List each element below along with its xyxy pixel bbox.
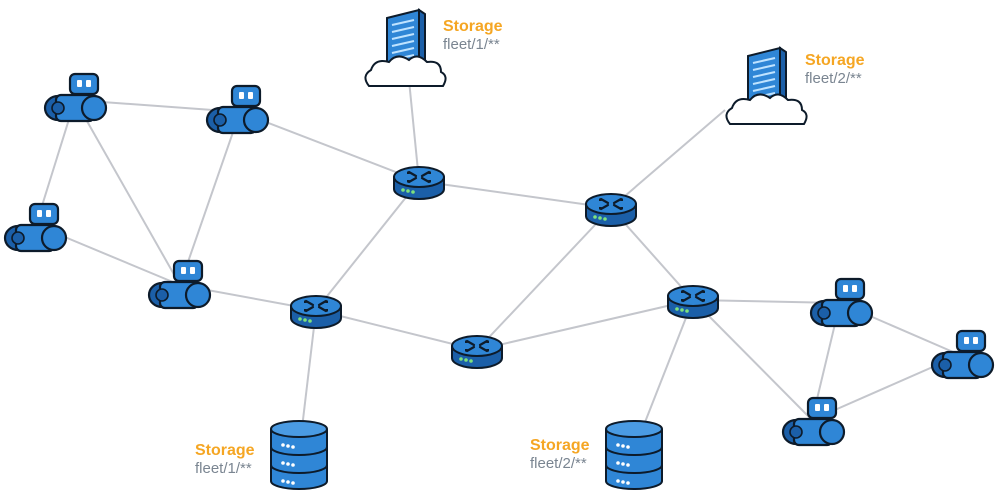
robot-icon — [809, 277, 874, 328]
link — [476, 299, 694, 351]
storage-path: fleet/1/** — [443, 36, 500, 54]
link — [407, 69, 420, 182]
database-icon — [270, 420, 328, 490]
link — [637, 299, 694, 441]
storage-label-cloud-1: Storage fleet/1/** — [443, 18, 503, 54]
link — [239, 111, 420, 182]
cloud-server-icon — [725, 47, 808, 125]
link — [74, 99, 181, 286]
robot-icon — [205, 84, 270, 135]
link — [692, 299, 813, 421]
link — [179, 111, 241, 286]
router-icon — [666, 284, 720, 320]
robot-icon — [930, 329, 995, 380]
robot-icon — [3, 202, 68, 253]
robot-icon — [43, 72, 108, 123]
link — [418, 180, 612, 209]
storage-label-db-1: Storage fleet/1/** — [195, 442, 255, 478]
router-icon — [584, 192, 638, 228]
router-icon — [289, 294, 343, 330]
router-icon — [392, 165, 446, 201]
storage-title: Storage — [443, 18, 503, 35]
link — [315, 309, 478, 351]
robot-icon — [147, 259, 212, 310]
cloud-server-icon — [364, 9, 447, 87]
storage-path: fleet/1/** — [195, 460, 252, 478]
storage-label-db-2: Storage fleet/2/** — [530, 437, 590, 473]
link — [315, 180, 420, 311]
storage-title: Storage — [195, 442, 255, 459]
database-icon — [605, 420, 663, 490]
storage-label-cloud-2: Storage fleet/2/** — [805, 52, 865, 88]
network-links — [35, 69, 961, 446]
storage-title: Storage — [530, 437, 590, 454]
storage-title: Storage — [805, 52, 865, 69]
link — [476, 207, 612, 351]
router-icon — [450, 334, 504, 370]
robot-icon — [781, 396, 846, 447]
storage-path: fleet/2/** — [805, 70, 862, 88]
storage-path: fleet/2/** — [530, 455, 587, 473]
link — [610, 109, 726, 209]
